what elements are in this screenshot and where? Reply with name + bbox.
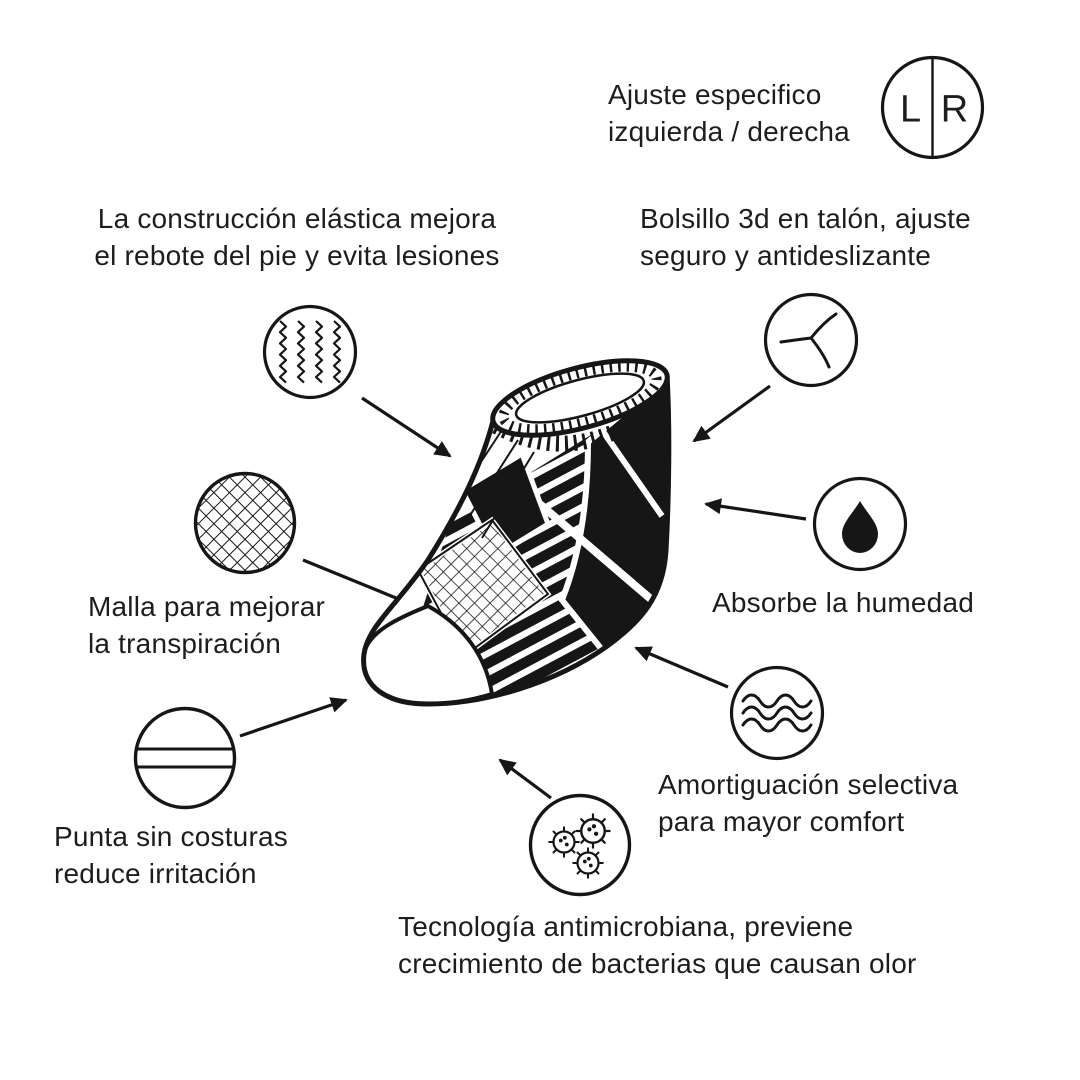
seamless-toe-label-line1: Punta sin costuras [54,821,288,852]
arrow-elastic [361,396,452,458]
sock-cuff-ribbing [492,418,618,452]
lr-left-letter: L [900,89,921,131]
cushioning-label-line1: Amortiguación selectiva [658,769,959,800]
sock-cuff-inner-rim [514,372,646,424]
elastic-label-line2: el rebote del pie y evita lesiones [94,240,500,271]
seamless-toe-label: Punta sin costuras reduce irritación [54,818,288,892]
cushioning-label: Amortiguación selectiva para mayor comfo… [658,766,958,840]
fit-lr-label: Ajuste especifico izquierda / derecha [608,76,850,150]
lr-right-letter: R [941,89,968,131]
fit-lr-label-line1: Ajuste especifico [608,79,822,110]
fit-lr-label-line2: izquierda / derecha [608,116,850,147]
antimicrobial-label: Tecnología antimicrobiana, previene crec… [398,908,917,982]
elastic-label: La construcción elástica mejora el rebot… [62,200,532,274]
water-drop-icon [812,476,908,572]
moisture-label-line1: Absorbe la humedad [712,587,974,618]
sock-illustration [361,358,672,707]
arrow-heel-pocket [692,384,771,443]
elastic-label-line1: La construcción elástica mejora [97,203,497,234]
arrow-cushioning [634,646,729,689]
mesh-icon [193,471,297,575]
lr-badge-icon: L R [880,55,985,160]
cushion-waves-icon [729,665,825,761]
mesh-label-line1: Malla para mejorar [88,591,326,622]
arrow-antimicrobial [498,758,552,800]
sock-outline [361,372,672,707]
arrow-moisture [704,498,807,521]
elastic-knit-icon [262,304,358,400]
sock-heel-slash [599,428,665,518]
seamless-toe-icon [133,706,237,810]
antimicrobial-label-line2: crecimiento de bacterias que causan olor [398,948,917,979]
mesh-label: Malla para mejorar la transpiración [88,588,325,662]
mesh-label-line2: la transpiración [88,628,282,659]
moisture-label: Absorbe la humedad [712,584,974,621]
antimicrobial-icon [528,793,632,897]
heel-pocket-label-line1: Bolsillo 3d en talón, ajuste [640,203,971,234]
arrow-seamless-toe [239,697,348,738]
heel-pocket-icon [763,292,859,388]
cushioning-label-line2: para mayor comfort [658,806,905,837]
antimicrobial-label-line1: Tecnología antimicrobiana, previene [398,911,854,942]
seamless-toe-label-line2: reduce irritación [54,858,257,889]
heel-pocket-label-line2: seguro y antideslizante [640,240,931,271]
heel-pocket-label: Bolsillo 3d en talón, ajuste seguro y an… [640,200,971,274]
